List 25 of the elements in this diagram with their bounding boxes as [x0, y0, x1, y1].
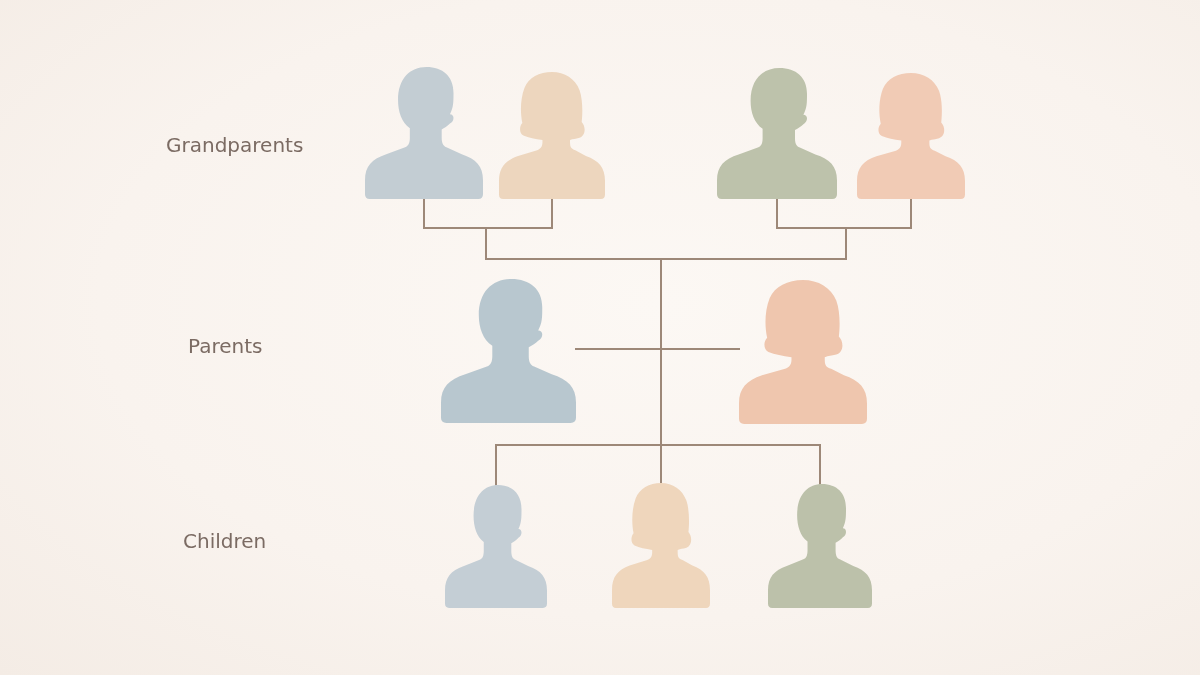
connector-line — [495, 444, 662, 486]
connector-line — [485, 227, 662, 260]
connector-line — [845, 198, 912, 229]
connector-line — [423, 198, 487, 229]
generation-label: Grandparents — [166, 133, 304, 157]
connector-line — [575, 348, 662, 350]
connector-line — [485, 198, 553, 229]
connector-line — [660, 444, 662, 484]
connector-line — [660, 227, 847, 260]
connector-line — [660, 258, 662, 350]
connector-line — [660, 348, 662, 446]
person-silhouette — [445, 485, 547, 608]
connector-line — [776, 198, 847, 229]
generation-label: Children — [183, 529, 267, 553]
person-silhouette — [365, 67, 483, 199]
connector-line — [660, 444, 821, 485]
person-silhouette — [612, 483, 710, 608]
person-silhouette — [768, 484, 872, 608]
generation-label: Parents — [188, 334, 263, 358]
person-silhouette — [739, 280, 867, 424]
person-silhouette — [857, 73, 965, 199]
connector-line — [660, 348, 740, 350]
person-silhouette — [441, 279, 576, 423]
person-silhouette — [499, 72, 605, 199]
person-silhouette — [717, 68, 837, 199]
